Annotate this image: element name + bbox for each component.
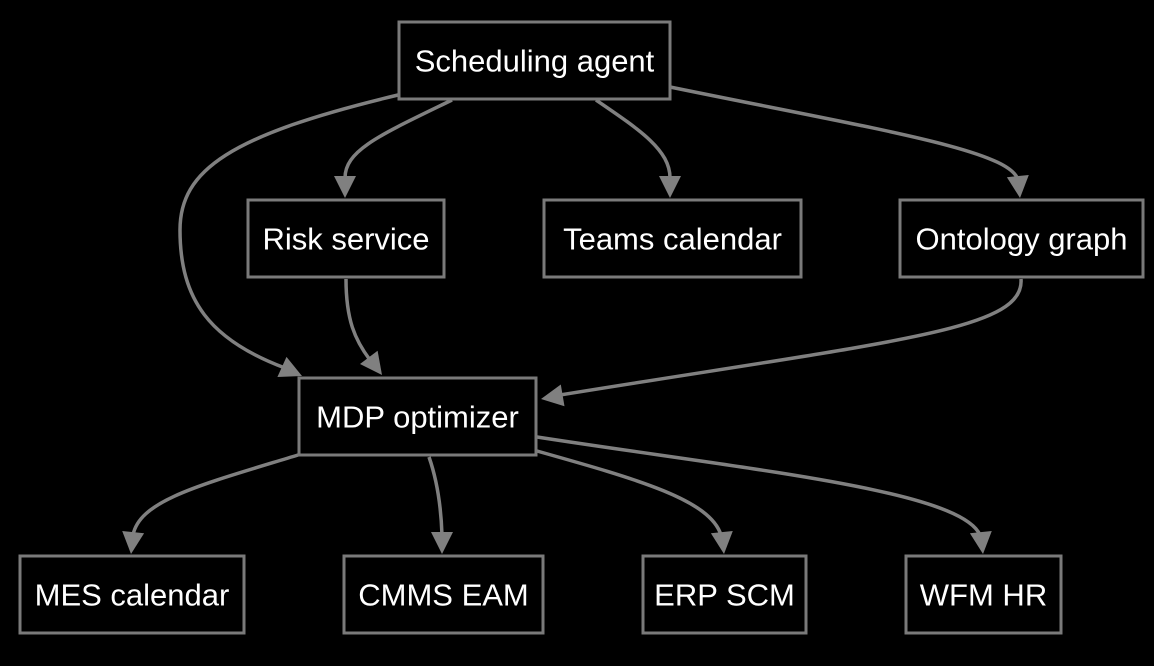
- node-label: MDP optimizer: [316, 400, 519, 435]
- node-box: [246, 198, 446, 279]
- node-label: ERP SCM: [654, 578, 795, 613]
- edge-line: [178, 93, 399, 370]
- edge-line: [559, 278, 1023, 397]
- node-box: [542, 198, 803, 279]
- node-label: WFM HR: [920, 578, 1047, 613]
- node-mes-calendar[interactable]: MES calendar: [18, 554, 246, 635]
- node-label: MES calendar: [35, 578, 230, 613]
- node-teams-calendar[interactable]: Teams calendar: [542, 198, 803, 279]
- arrowhead-icon: [541, 384, 565, 407]
- edge-line: [669, 85, 1020, 181]
- edge-mdp-optimizer-to-cmms-eam: [427, 456, 453, 554]
- node-label: Risk service: [262, 222, 429, 257]
- node-wfm-hr[interactable]: WFM HR: [904, 554, 1063, 635]
- edge-line: [536, 435, 982, 536]
- node-box: [397, 20, 672, 101]
- arrowhead-icon: [360, 350, 382, 375]
- node-box: [898, 198, 1145, 279]
- edge-mdp-optimizer-to-erp-scm: [536, 449, 733, 554]
- edge-ontology-graph-to-mdp-optimizer: [541, 278, 1023, 407]
- arrowhead-icon: [122, 531, 145, 554]
- node-scheduling-agent[interactable]: Scheduling agent: [397, 20, 672, 101]
- arrowhead-icon: [969, 531, 992, 554]
- node-label: Scheduling agent: [415, 44, 655, 79]
- edge-scheduling-agent-to-teams-calendar: [595, 98, 681, 198]
- node-box: [641, 554, 808, 635]
- arrowhead-icon: [431, 532, 453, 554]
- edge-mdp-optimizer-to-wfm-hr: [536, 435, 992, 554]
- node-risk-service[interactable]: Risk service: [246, 198, 446, 279]
- node-box: [904, 554, 1063, 635]
- arrowhead-icon: [277, 356, 302, 377]
- node-label: CMMS EAM: [358, 578, 529, 613]
- edge-line: [595, 98, 672, 179]
- arrowhead-icon: [334, 176, 356, 198]
- edge-risk-service-to-mdp-optimizer: [344, 278, 382, 375]
- node-box: [297, 376, 538, 457]
- node-ontology-graph[interactable]: Ontology graph: [898, 198, 1145, 279]
- edges-layer: [122, 85, 1029, 554]
- edge-line: [344, 278, 372, 362]
- node-mdp-optimizer[interactable]: MDP optimizer: [297, 376, 538, 457]
- edge-scheduling-agent-to-risk-service: [334, 98, 453, 198]
- edge-line: [131, 453, 299, 536]
- edge-line: [343, 98, 453, 179]
- node-cmms-eam[interactable]: CMMS EAM: [342, 554, 545, 635]
- node-box: [342, 554, 545, 635]
- node-label: Ontology graph: [916, 222, 1128, 257]
- edge-scheduling-agent-to-mdp-optimizer: [178, 93, 399, 377]
- node-label: Teams calendar: [563, 222, 782, 257]
- edge-line: [536, 449, 723, 536]
- node-erp-scm[interactable]: ERP SCM: [641, 554, 808, 635]
- edge-line: [427, 456, 444, 536]
- nodes-layer: Scheduling agent Risk service Teams cale…: [18, 20, 1145, 635]
- edge-mdp-optimizer-to-mes-calendar: [122, 453, 299, 554]
- node-box: [18, 554, 246, 635]
- arrowhead-icon: [710, 531, 733, 554]
- edge-scheduling-agent-to-ontology-graph: [669, 85, 1029, 198]
- arrowhead-icon: [1006, 175, 1029, 198]
- arrowhead-icon: [659, 176, 681, 198]
